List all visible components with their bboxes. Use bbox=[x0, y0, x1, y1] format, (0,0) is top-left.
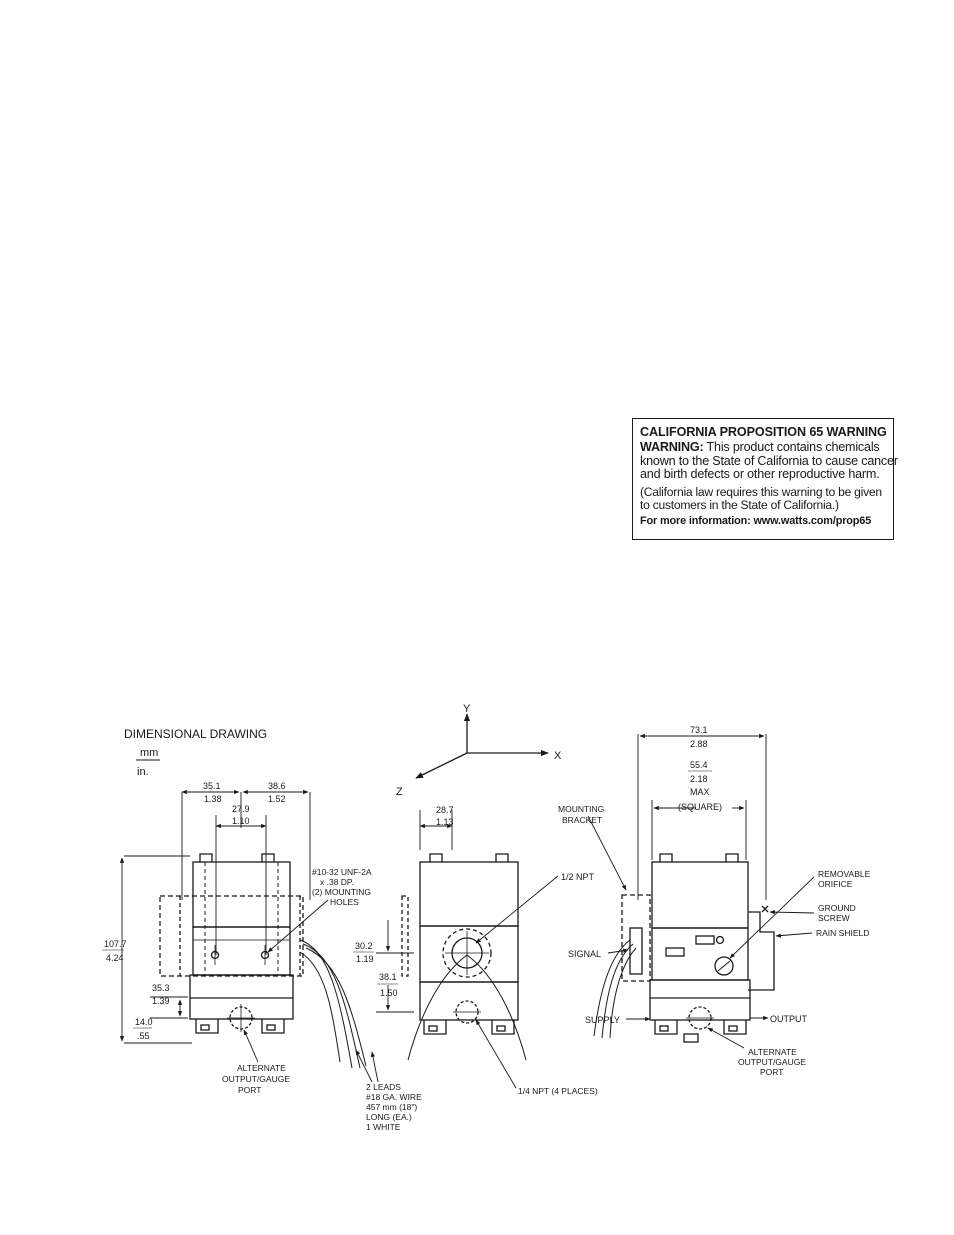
warning-body: WARNING: This product contains chemicals… bbox=[640, 440, 898, 482]
dimensional-drawing: DIMENSIONAL DRAWING mm in. Y X Z bbox=[0, 700, 954, 1145]
dim-30-2-in: 1.19 bbox=[356, 954, 374, 964]
alternate-left-label-2: OUTPUT/GAUGE bbox=[222, 1074, 290, 1084]
max-label: MAX bbox=[690, 787, 710, 797]
dim-38-1-mm: 38.1 bbox=[379, 972, 397, 982]
warning-title: CALIFORNIA PROPOSITION 65 WARNING bbox=[640, 425, 887, 439]
warning-line-1: This product contains chemicals bbox=[703, 440, 880, 454]
dim-38-6-mm: 38.6 bbox=[268, 781, 286, 791]
dim-28-7-mm: 28.7 bbox=[436, 805, 454, 815]
dim-35-1-in: 1.38 bbox=[204, 794, 222, 804]
alternate-right-label-2: OUTPUT/GAUGE bbox=[738, 1057, 806, 1067]
middle-view bbox=[401, 853, 527, 1061]
mounting-holes-label-2: x .38 DP. bbox=[320, 877, 354, 887]
ground-screw-label-2: SCREW bbox=[818, 913, 850, 923]
dim-27-9-in: 1.10 bbox=[232, 816, 250, 826]
dim-28-7-in: 1.13 bbox=[436, 817, 454, 827]
dim-14-0-mm: 14.0 bbox=[135, 1017, 153, 1027]
axis-y-label: Y bbox=[463, 703, 471, 715]
removable-orifice-label-1: REMOVABLE bbox=[818, 869, 871, 879]
right-view bbox=[593, 853, 775, 1043]
drawing-title: DIMENSIONAL DRAWING bbox=[124, 727, 267, 741]
dim-107-7-in: 4.24 bbox=[106, 953, 124, 963]
unit-mm: mm bbox=[140, 747, 158, 759]
output-label: OUTPUT bbox=[770, 1014, 808, 1024]
dim-73-1-mm: 73.1 bbox=[690, 725, 708, 735]
dim-73-1-in: 2.88 bbox=[690, 739, 708, 749]
ground-screw-label-1: GROUND bbox=[818, 903, 856, 913]
left-view bbox=[159, 853, 367, 1069]
warning-note-1: (California law requires this warning to… bbox=[640, 484, 882, 499]
dimensional-drawing-svg: DIMENSIONAL DRAWING mm in. Y X Z bbox=[102, 703, 871, 1132]
leads-label-1: 2 LEADS bbox=[366, 1082, 401, 1092]
dim-35-3-in: 1.39 bbox=[152, 996, 170, 1006]
dim-14-0-in: .55 bbox=[137, 1031, 150, 1041]
unit-in: in. bbox=[137, 766, 149, 778]
leads-label-4: LONG (EA.) bbox=[366, 1112, 412, 1122]
half-npt-label: 1/2 NPT bbox=[561, 872, 595, 882]
dim-55-4-mm: 55.4 bbox=[690, 760, 708, 770]
signal-label: SIGNAL bbox=[568, 949, 601, 959]
leads-label-2: #18 GA. WIRE bbox=[366, 1092, 422, 1102]
alternate-left-label-1: ALTERNATE bbox=[237, 1063, 286, 1073]
leads-label-5: 1 WHITE bbox=[366, 1122, 401, 1132]
warning-line-2: known to the State of California to caus… bbox=[640, 453, 898, 468]
axis-z-label: Z bbox=[396, 786, 403, 798]
dim-35-1-mm: 35.1 bbox=[203, 781, 221, 791]
prop65-warning-box: CALIFORNIA PROPOSITION 65 WARNING WARNIN… bbox=[632, 418, 898, 540]
dim-30-2-mm: 30.2 bbox=[355, 941, 373, 951]
warning-info: For more information: www.watts.com/prop… bbox=[640, 515, 872, 528]
rain-shield-label: RAIN SHIELD bbox=[816, 928, 869, 938]
dim-38-6-in: 1.52 bbox=[268, 794, 286, 804]
warning-note-2: to customers in the State of California.… bbox=[640, 498, 839, 513]
alternate-right-label-3: PORT bbox=[760, 1067, 783, 1077]
mounting-holes-label-4: HOLES bbox=[330, 897, 359, 907]
dim-107-7-mm: 107.7 bbox=[104, 939, 127, 949]
dim-35-3-mm: 35.3 bbox=[152, 983, 170, 993]
warning-label: WARNING: bbox=[640, 440, 704, 454]
mounting-holes-label-3: (2) MOUNTING bbox=[312, 887, 371, 897]
axes-indicator bbox=[415, 713, 549, 779]
dim-55-4-in: 2.18 bbox=[690, 774, 708, 784]
mounting-bracket-label-1: MOUNTING bbox=[558, 804, 604, 814]
alternate-right-label-1: ALTERNATE bbox=[748, 1047, 797, 1057]
leads-label-3: 457 mm (18") bbox=[366, 1102, 417, 1112]
quarter-npt-label: 1/4 NPT (4 PLACES) bbox=[518, 1086, 598, 1096]
alternate-left-label-3: PORT bbox=[238, 1085, 261, 1095]
warning-line-3: and birth defects or other reproductive … bbox=[640, 467, 880, 482]
dim-38-1-in: 1.50 bbox=[380, 988, 398, 998]
removable-orifice-label-2: ORIFICE bbox=[818, 879, 853, 889]
mounting-bracket-label-2: BRACKET bbox=[562, 815, 602, 825]
axis-x-label: X bbox=[554, 750, 562, 762]
dim-27-9-mm: 27.9 bbox=[232, 804, 250, 814]
supply-label: SUPPLY bbox=[585, 1015, 620, 1025]
warning-note: (California law requires this warning to… bbox=[640, 484, 887, 513]
square-label: (SQUARE) bbox=[678, 802, 722, 812]
mounting-holes-label-1: #10-32 UNF-2A bbox=[312, 867, 372, 877]
